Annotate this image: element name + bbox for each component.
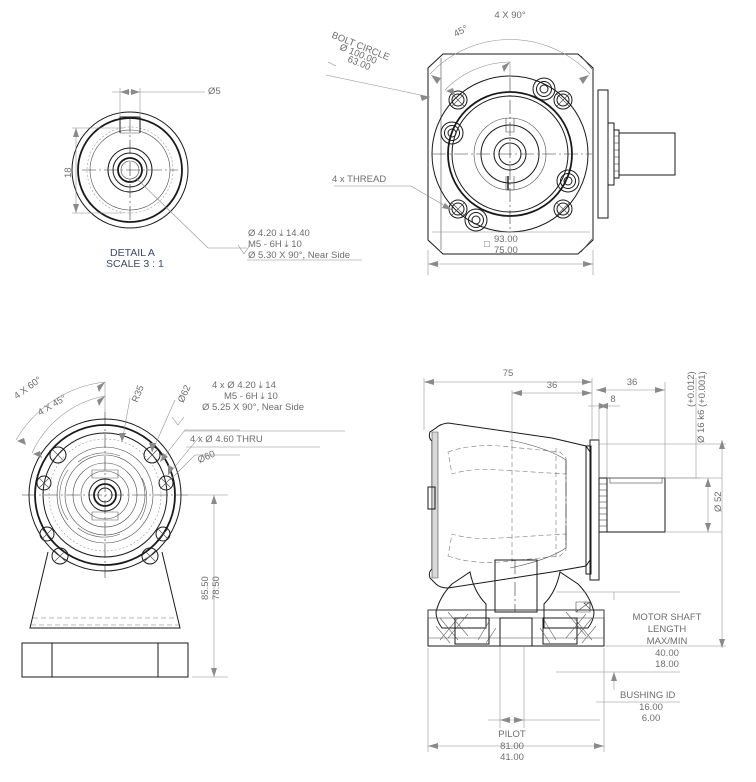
pilot-value2: 41.00 xyxy=(500,752,524,763)
detail-a-title: DETAIL A xyxy=(110,247,155,259)
bolt-holes-counterbore xyxy=(440,77,580,232)
motor-shaft-line1: MOTOR SHAFT xyxy=(632,612,702,623)
motor-shaft-value1: 40.00 xyxy=(655,648,679,659)
view-detail-a xyxy=(71,88,362,261)
front-angle-outer-dim: 4 X 90° xyxy=(494,10,526,21)
flange-diameter-dim: Ø 52 xyxy=(713,491,724,512)
thread-note: 4 x THREAD xyxy=(332,174,387,185)
side-dim-36-right: 36 xyxy=(626,377,638,388)
shaft-tolerance-upper: (+0.012) xyxy=(686,371,697,407)
front-square-dim-value2: 75.00 xyxy=(494,245,518,256)
shaft-tolerance-lower: (+0.001) xyxy=(697,371,708,407)
side-dim-8: 8 xyxy=(610,394,616,405)
side-dim-36-left: 36 xyxy=(546,380,558,391)
detail-a-height-dim: 18 xyxy=(63,167,74,178)
view-side-section xyxy=(423,378,726,752)
bushing-id-label: BUSHING ID xyxy=(620,690,676,701)
bushing-id-value2: 6.00 xyxy=(641,713,661,724)
side-dim-75: 75 xyxy=(502,368,514,379)
detail-a-diameter-dim: Ø5 xyxy=(208,86,221,97)
motor-shaft-line3: MAX/MIN xyxy=(646,636,688,647)
motor-shaft-value2: 18.00 xyxy=(655,659,679,670)
detail-a-callout-line1: Ø 4.20 ⤓ 14.40 xyxy=(248,228,310,239)
front-square-dim-value1: 93.00 xyxy=(494,234,518,245)
detail-a-scale: SCALE 3 : 1 xyxy=(106,258,164,270)
rear-callout-thru: 4 x Ø 4.60 THRU xyxy=(190,434,263,445)
rear-height-dim-value1: 85.50 xyxy=(200,576,211,600)
rear-callout-tapped-line1: 4 x Ø 4.20 ⤓ 14 xyxy=(212,380,276,391)
rear-callout-tapped-line2: M5 - 6H ⤓ 10 xyxy=(224,391,278,402)
motor-shaft-line2: LENGTH xyxy=(647,624,687,635)
rear-callout-tapped-line3: Ø 5.25 X 90°, Near Side xyxy=(202,402,305,413)
pilot-label: PILOT xyxy=(498,729,526,740)
view-front xyxy=(325,39,676,275)
pilot-value1: 81.00 xyxy=(500,741,524,752)
detail-a-callout-line2: M5 - 6H ⤓ 10 xyxy=(248,239,302,250)
view-rear xyxy=(15,381,345,678)
rear-bolt-holes xyxy=(36,446,174,565)
shaft-diameter-dim: Ø 16 k6 xyxy=(696,409,707,443)
rear-height-dim-value2: 78.50 xyxy=(211,576,222,600)
bushing-id-value1: 16.00 xyxy=(639,702,663,713)
square-symbol: □ xyxy=(484,239,490,250)
detail-a-callout-line3: Ø 5.30 X 90°, Near Side xyxy=(248,250,351,261)
